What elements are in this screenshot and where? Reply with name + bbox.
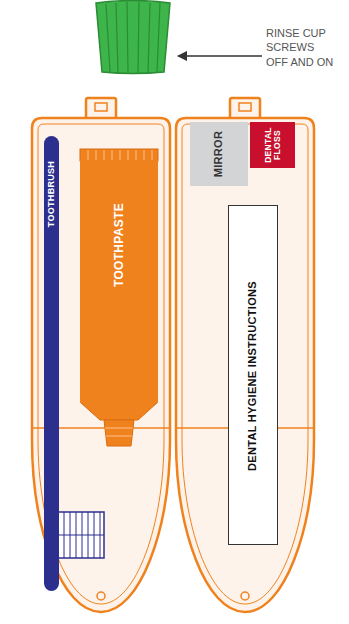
case-tab <box>230 98 260 120</box>
mirror-box: MIRROR <box>190 122 248 186</box>
tab-slot <box>95 103 107 111</box>
case-right <box>176 98 314 612</box>
crimp-line <box>120 150 121 160</box>
cup-ridges <box>106 2 160 73</box>
cap-line <box>106 436 132 437</box>
part-label: DENTAL FLOSS <box>264 123 282 167</box>
bristles <box>58 512 104 558</box>
crimp-line <box>96 150 97 160</box>
crimp-line <box>152 150 153 160</box>
floss-box: DENTAL FLOSS <box>250 122 295 168</box>
tab-slot <box>239 103 251 111</box>
toothbrush: TOOTHBRUSH <box>44 136 59 591</box>
case-hole <box>97 592 105 600</box>
case-tab <box>86 98 116 120</box>
crimp-line <box>112 150 113 160</box>
bristle <box>58 535 104 536</box>
instructions-box: DENTAL HYGIENE INSTRUCTIONS <box>228 205 278 545</box>
part-label: MIRROR <box>213 123 225 185</box>
toothpaste-parts <box>80 149 158 446</box>
cap-line <box>105 428 133 429</box>
case-shell <box>32 118 170 612</box>
leader-arrow <box>178 55 262 57</box>
cup-ridge <box>157 3 160 72</box>
part-label: TOOTHPASTE <box>113 165 126 325</box>
rinse-cup <box>96 1 170 74</box>
cup-ridge <box>127 2 128 73</box>
crimp-line <box>144 150 145 160</box>
cup-ridge <box>148 3 150 73</box>
crimp-line <box>128 150 129 160</box>
case-inner-rim <box>182 124 308 604</box>
callout-label: RINSE CUP SCREWS OFF AND ON <box>266 26 338 69</box>
cup-ridge <box>116 3 118 73</box>
toothbrush-head <box>58 512 104 558</box>
part-label: TOOTHBRUSH <box>47 139 56 249</box>
cup-body <box>96 1 170 74</box>
crimp-lines <box>88 150 152 160</box>
case-shell <box>176 118 314 612</box>
bristle-lines <box>58 512 104 558</box>
case-left <box>32 98 170 612</box>
toothpaste-tube: TOOTHPASTE <box>80 160 158 403</box>
cup-ridge <box>138 2 139 73</box>
case-hole <box>241 592 249 600</box>
tube-cap <box>104 420 134 446</box>
part-label: DENTAL HYGIENE INSTRUCTIONS <box>247 211 259 541</box>
cap-lines <box>105 428 133 436</box>
tube-shoulder <box>80 402 158 420</box>
crimp-line <box>88 150 89 160</box>
crimp-line <box>136 150 137 160</box>
case-inner-rim <box>38 124 164 604</box>
cup-ridge <box>106 4 110 72</box>
crimp-line <box>104 150 105 160</box>
